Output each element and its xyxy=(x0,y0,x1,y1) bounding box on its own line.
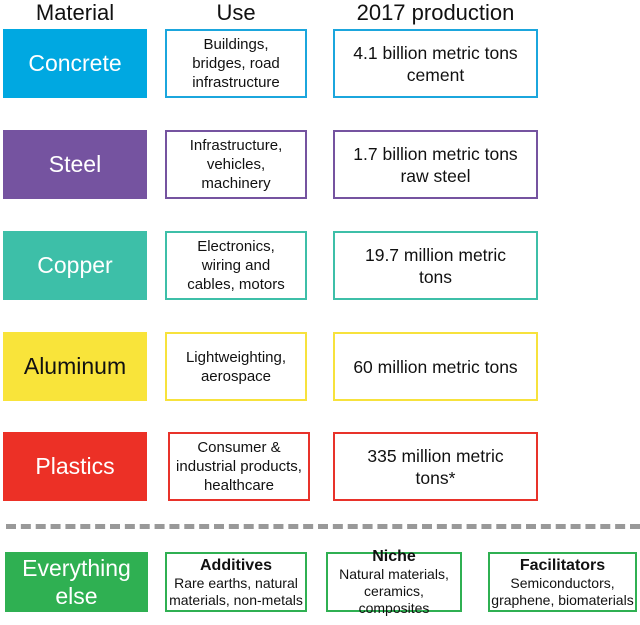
category-line: materials, non-metals xyxy=(169,591,303,608)
header-use: Use xyxy=(216,0,256,25)
use-plastics: Consumer & industrial products, healthca… xyxy=(168,432,310,501)
header-material: Material xyxy=(35,0,115,25)
production-aluminum: 60 million metric tons xyxy=(333,332,538,401)
category-additives: Additives Rare earths, natural materials… xyxy=(165,552,307,612)
material-label: Plastics xyxy=(35,453,115,479)
header-production: 2017 production xyxy=(356,0,515,25)
category-line: Natural materials, xyxy=(339,566,449,582)
category-niche: Niche Natural materials, ceramics, compo… xyxy=(326,548,462,616)
material-label: Aluminum xyxy=(23,353,127,379)
production-line: 1.7 billion metric tons xyxy=(353,143,518,164)
use-line: aerospace xyxy=(200,367,272,385)
production-line: 19.7 million metric xyxy=(364,244,507,265)
material-concrete: Concrete xyxy=(3,29,147,98)
use-line: Buildings, xyxy=(203,36,269,53)
production-concrete: 4.1 billion metric tons cement xyxy=(333,29,538,98)
use-line: infrastructure xyxy=(192,74,280,91)
use-line: Consumer & xyxy=(197,439,281,456)
use-line: cables, motors xyxy=(187,276,285,293)
production-line: cement xyxy=(406,64,465,85)
use-line: healthcare xyxy=(203,477,275,494)
production-line: tons* xyxy=(415,467,456,488)
material-label: else xyxy=(55,583,98,609)
production-line: 60 million metric tons xyxy=(353,356,518,377)
use-line: industrial products, xyxy=(176,458,302,475)
material-plastics: Plastics xyxy=(3,432,147,501)
use-steel: Infrastructure, vehicles, machinery xyxy=(165,130,307,199)
material-label: Copper xyxy=(37,252,113,278)
use-copper: Electronics, wiring and cables, motors xyxy=(165,231,307,300)
category-title: Facilitators xyxy=(519,556,606,574)
material-label: Everything xyxy=(22,555,131,581)
material-everything-else: Everything else xyxy=(5,552,148,612)
category-title: Additives xyxy=(199,556,272,574)
use-line: wiring and xyxy=(201,257,271,274)
material-steel: Steel xyxy=(3,130,147,199)
category-facilitators: Facilitators Semiconductors, graphene, b… xyxy=(488,552,637,612)
material-copper: Copper xyxy=(3,231,147,300)
category-line: ceramics, composites xyxy=(358,583,430,616)
category-title: Niche xyxy=(372,548,416,565)
use-aluminum: Lightweighting, aerospace xyxy=(165,332,307,401)
material-label: Concrete xyxy=(28,50,122,76)
category-line: graphene, biomaterials xyxy=(491,591,634,608)
production-steel: 1.7 billion metric tons raw steel xyxy=(333,130,538,199)
use-line: machinery xyxy=(201,175,271,192)
use-line: Lightweighting, xyxy=(185,348,287,366)
use-line: bridges, road xyxy=(192,55,280,72)
production-line: tons xyxy=(418,266,453,287)
production-copper: 19.7 million metric tons xyxy=(333,231,538,300)
production-plastics: 335 million metric tons* xyxy=(333,432,538,501)
production-line: 335 million metric xyxy=(367,445,504,466)
category-line: Rare earths, natural xyxy=(174,574,298,591)
use-line: Infrastructure, xyxy=(189,137,283,154)
use-concrete: Buildings, bridges, road infrastructure xyxy=(165,29,307,98)
dashed-divider xyxy=(6,524,640,529)
use-line: vehicles, xyxy=(206,156,266,173)
category-line: Semiconductors, xyxy=(510,574,615,591)
use-line: Electronics, xyxy=(197,238,275,255)
production-line: 4.1 billion metric tons xyxy=(353,42,518,63)
production-line: raw steel xyxy=(400,165,471,186)
material-label: Steel xyxy=(48,151,102,177)
material-aluminum: Aluminum xyxy=(3,332,147,401)
